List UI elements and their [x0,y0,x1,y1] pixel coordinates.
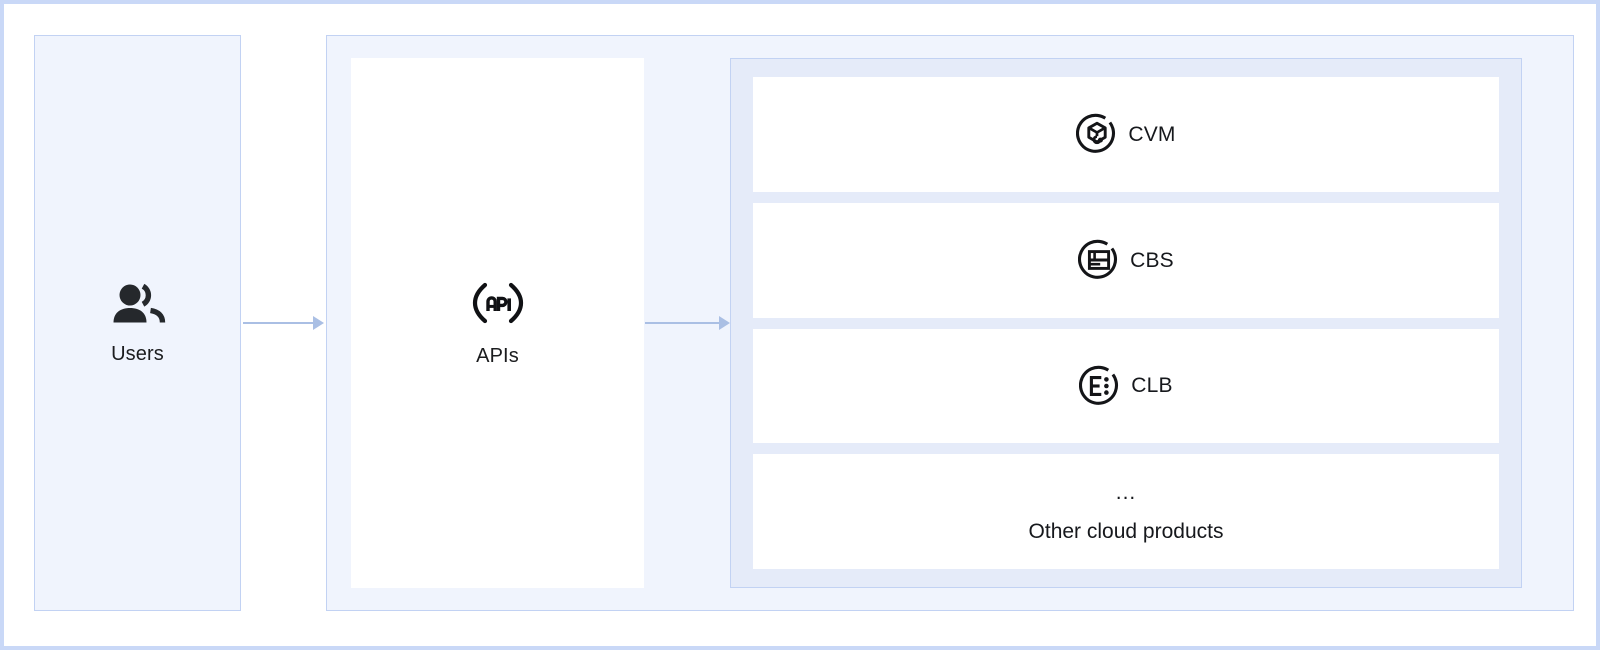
product-label-other: Other cloud products [1028,519,1224,543]
arrow-head-icon [719,316,730,330]
product-row: CVM [1076,113,1175,155]
arrow-shaft [645,322,719,324]
product-label-clb: CLB [1131,374,1173,398]
product-card-cbs[interactable]: CBS [753,202,1499,318]
product-row: CLB [1079,365,1173,407]
product-card-clb[interactable]: CLB [753,328,1499,444]
api-brackets-icon [466,278,530,328]
arrow-head-icon [313,316,324,330]
users-panel[interactable]: Users [34,35,241,611]
arrow-shaft [243,322,313,324]
product-label-cbs: CBS [1130,248,1174,272]
cloud-products-panel: CVM CBS [730,58,1522,588]
apis-label: APIs [476,345,519,367]
product-card-cvm[interactable]: CVM [753,77,1499,192]
clb-loadbalancer-circle-icon [1079,365,1121,407]
apis-card[interactable]: APIs [351,58,644,588]
platform-panel: APIs CVM [326,35,1574,611]
product-card-other[interactable]: ... Other cloud products [753,454,1499,569]
product-label-cvm: CVM [1128,122,1176,146]
users-group-icon [109,280,167,328]
product-row: CBS [1078,239,1174,281]
users-label: Users [111,343,164,365]
cvm-cube-circle-icon [1076,113,1118,155]
arrow-apis-to-cloud-products [645,316,730,330]
arrow-users-to-apis [243,316,324,330]
cbs-storage-circle-icon [1078,239,1120,281]
ellipsis-marker: ... [1115,480,1137,504]
